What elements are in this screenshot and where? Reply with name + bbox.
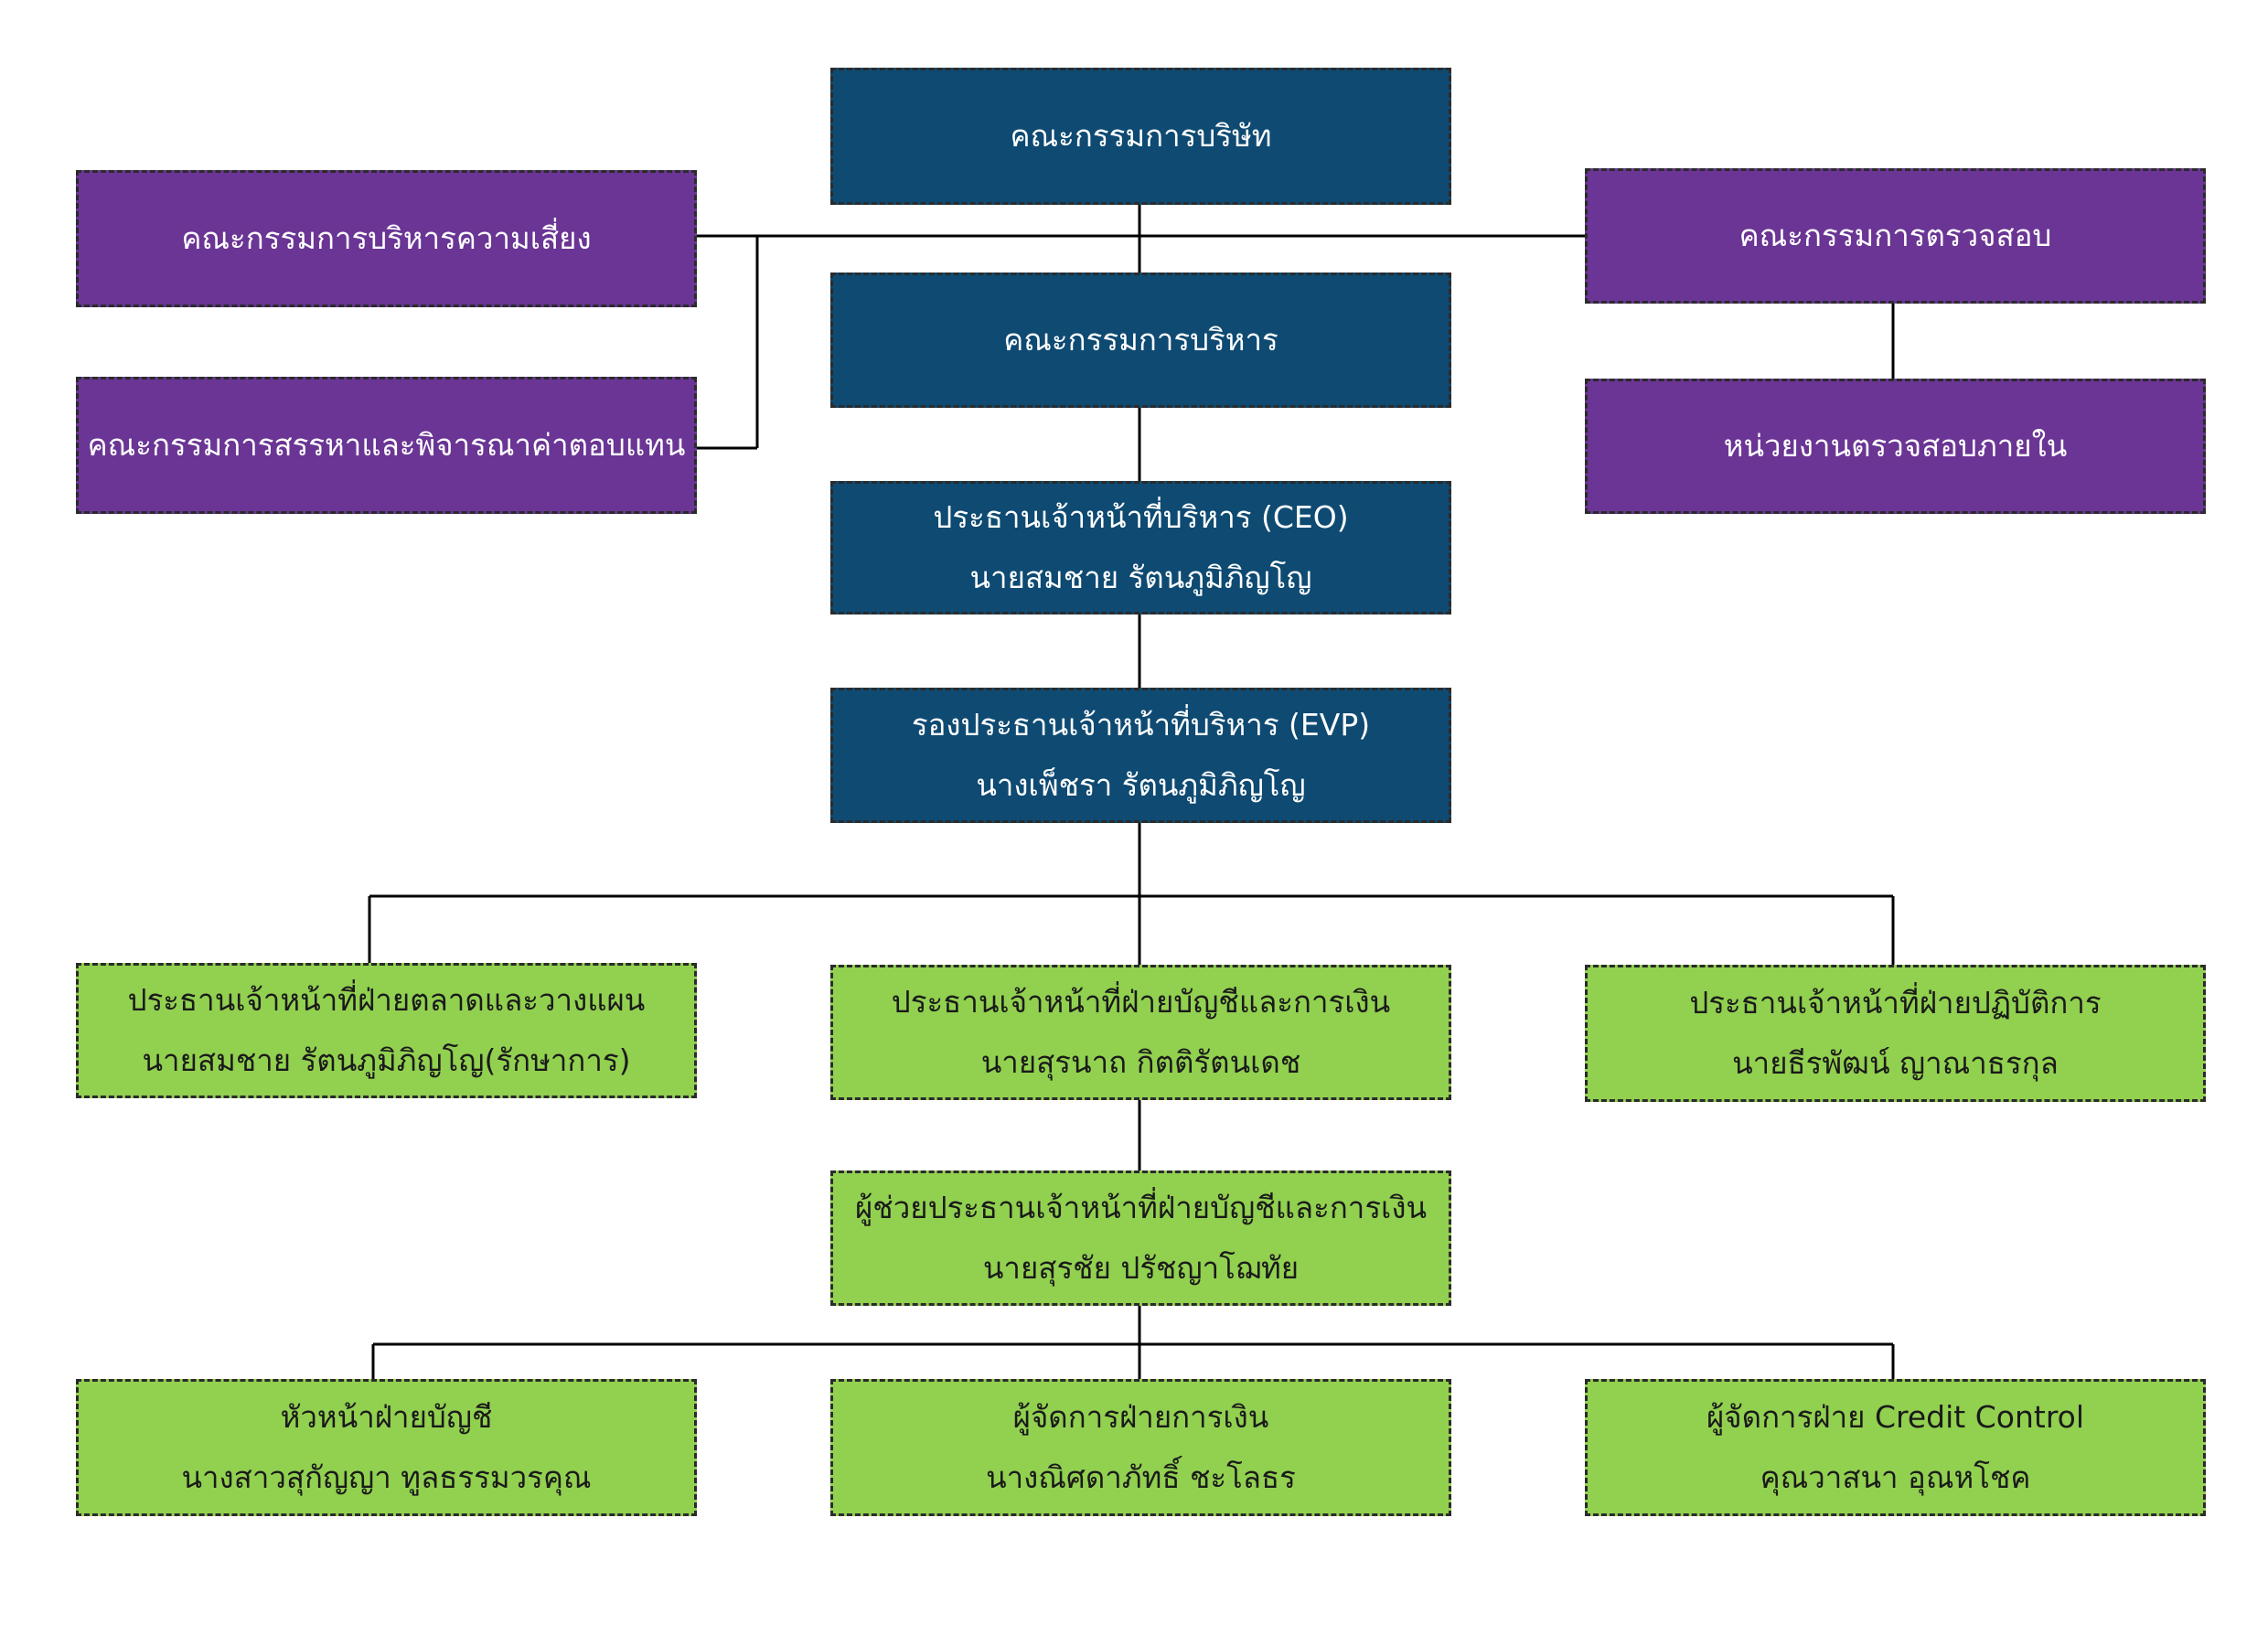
audit-committee-box: คณะกรรมการตรวจสอบ <box>1585 168 2206 304</box>
nomination-committee-title: คณะกรรมการสรรหาและพิจารณาค่าตอบแทน <box>87 427 686 463</box>
executive-committee-box: คณะกรรมการบริหาร <box>830 273 1451 408</box>
assistant-cfo-box: ผู้ช่วยประธานเจ้าหน้าที่ฝ่ายบัญชีและการเ… <box>830 1170 1451 1306</box>
head-accounting-box: หัวหน้าฝ่ายบัญชี นางสาวสุกัญญา ทูลธรรมวร… <box>76 1379 697 1516</box>
internal-audit-title: หน่วยงานตรวจสอบภายใน <box>1723 428 2068 464</box>
board-title: คณะกรรมการบริษัท <box>1010 118 1272 154</box>
credit-manager-name: คุณวาสนา อุณหโชค <box>1760 1459 2031 1495</box>
board-box: คณะกรรมการบริษัท <box>830 68 1451 205</box>
cmo-title: ประธานเจ้าหน้าที่ฝ่ายตลาดและวางแผน <box>127 982 646 1018</box>
audit-committee-title: คณะกรรมการตรวจสอบ <box>1738 218 2052 253</box>
risk-committee-box: คณะกรรมการบริหารความเสี่ยง <box>76 170 697 307</box>
ceo-box: ประธานเจ้าหน้าที่บริหาร (CEO) นายสมชาย ร… <box>830 481 1451 615</box>
finance-manager-name: นางณิศดาภัทธิ์ ชะโลธร <box>986 1459 1296 1495</box>
evp-title: รองประธานเจ้าหน้าที่บริหาร (EVP) <box>911 707 1371 743</box>
assistant-cfo-title: ผู้ช่วยประธานเจ้าหน้าที่ฝ่ายบัญชีและการเ… <box>854 1190 1428 1225</box>
credit-manager-box: ผู้จัดการฝ่าย Credit Control คุณวาสนา อุ… <box>1585 1379 2206 1516</box>
coo-box: ประธานเจ้าหน้าที่ฝ่ายปฏิบัติการ นายธีรพั… <box>1585 965 2206 1102</box>
ceo-title: ประธานเจ้าหน้าที่บริหาร (CEO) <box>933 499 1349 535</box>
coo-name: นายธีรพัฒน์ ญาณาธรกุล <box>1732 1045 2059 1081</box>
cfo-title: ประธานเจ้าหน้าที่ฝ่ายบัญชีและการเงิน <box>891 984 1391 1020</box>
executive-committee-title: คณะกรรมการบริหาร <box>1003 322 1278 358</box>
cmo-box: ประธานเจ้าหน้าที่ฝ่ายตลาดและวางแผน นายสม… <box>76 963 697 1098</box>
evp-box: รองประธานเจ้าหน้าที่บริหาร (EVP) นางเพ็ช… <box>830 688 1451 823</box>
finance-manager-title: ผู้จัดการฝ่ายการเงิน <box>1012 1399 1269 1435</box>
finance-manager-box: ผู้จัดการฝ่ายการเงิน นางณิศดาภัทธิ์ ชะโล… <box>830 1379 1451 1516</box>
risk-committee-title: คณะกรรมการบริหารความเสี่ยง <box>181 220 592 256</box>
evp-name: นางเพ็ชรา รัตนภูมิภิญโญ <box>976 767 1306 803</box>
credit-manager-title: ผู้จัดการฝ่าย Credit Control <box>1706 1399 2085 1435</box>
ceo-name: นายสมชาย รัตนภูมิภิญโญ <box>969 560 1312 595</box>
cfo-name: นายสุรนาถ กิตติรัตนเดช <box>980 1044 1301 1080</box>
head-accounting-name: นางสาวสุกัญญา ทูลธรรมวรคุณ <box>181 1459 592 1495</box>
cfo-box: ประธานเจ้าหน้าที่ฝ่ายบัญชีและการเงิน นาย… <box>830 965 1451 1100</box>
nomination-committee-box: คณะกรรมการสรรหาและพิจารณาค่าตอบแทน <box>76 377 697 514</box>
head-accounting-title: หัวหน้าฝ่ายบัญชี <box>280 1399 493 1435</box>
internal-audit-box: หน่วยงานตรวจสอบภายใน <box>1585 379 2206 514</box>
coo-title: ประธานเจ้าหน้าที่ฝ่ายปฏิบัติการ <box>1689 985 2102 1021</box>
assistant-cfo-name: นายสุรชัย ปรัชญาโฌทัย <box>982 1250 1300 1286</box>
cmo-name: นายสมชาย รัตนภูมิภิญโญ(รักษาการ) <box>142 1042 631 1078</box>
